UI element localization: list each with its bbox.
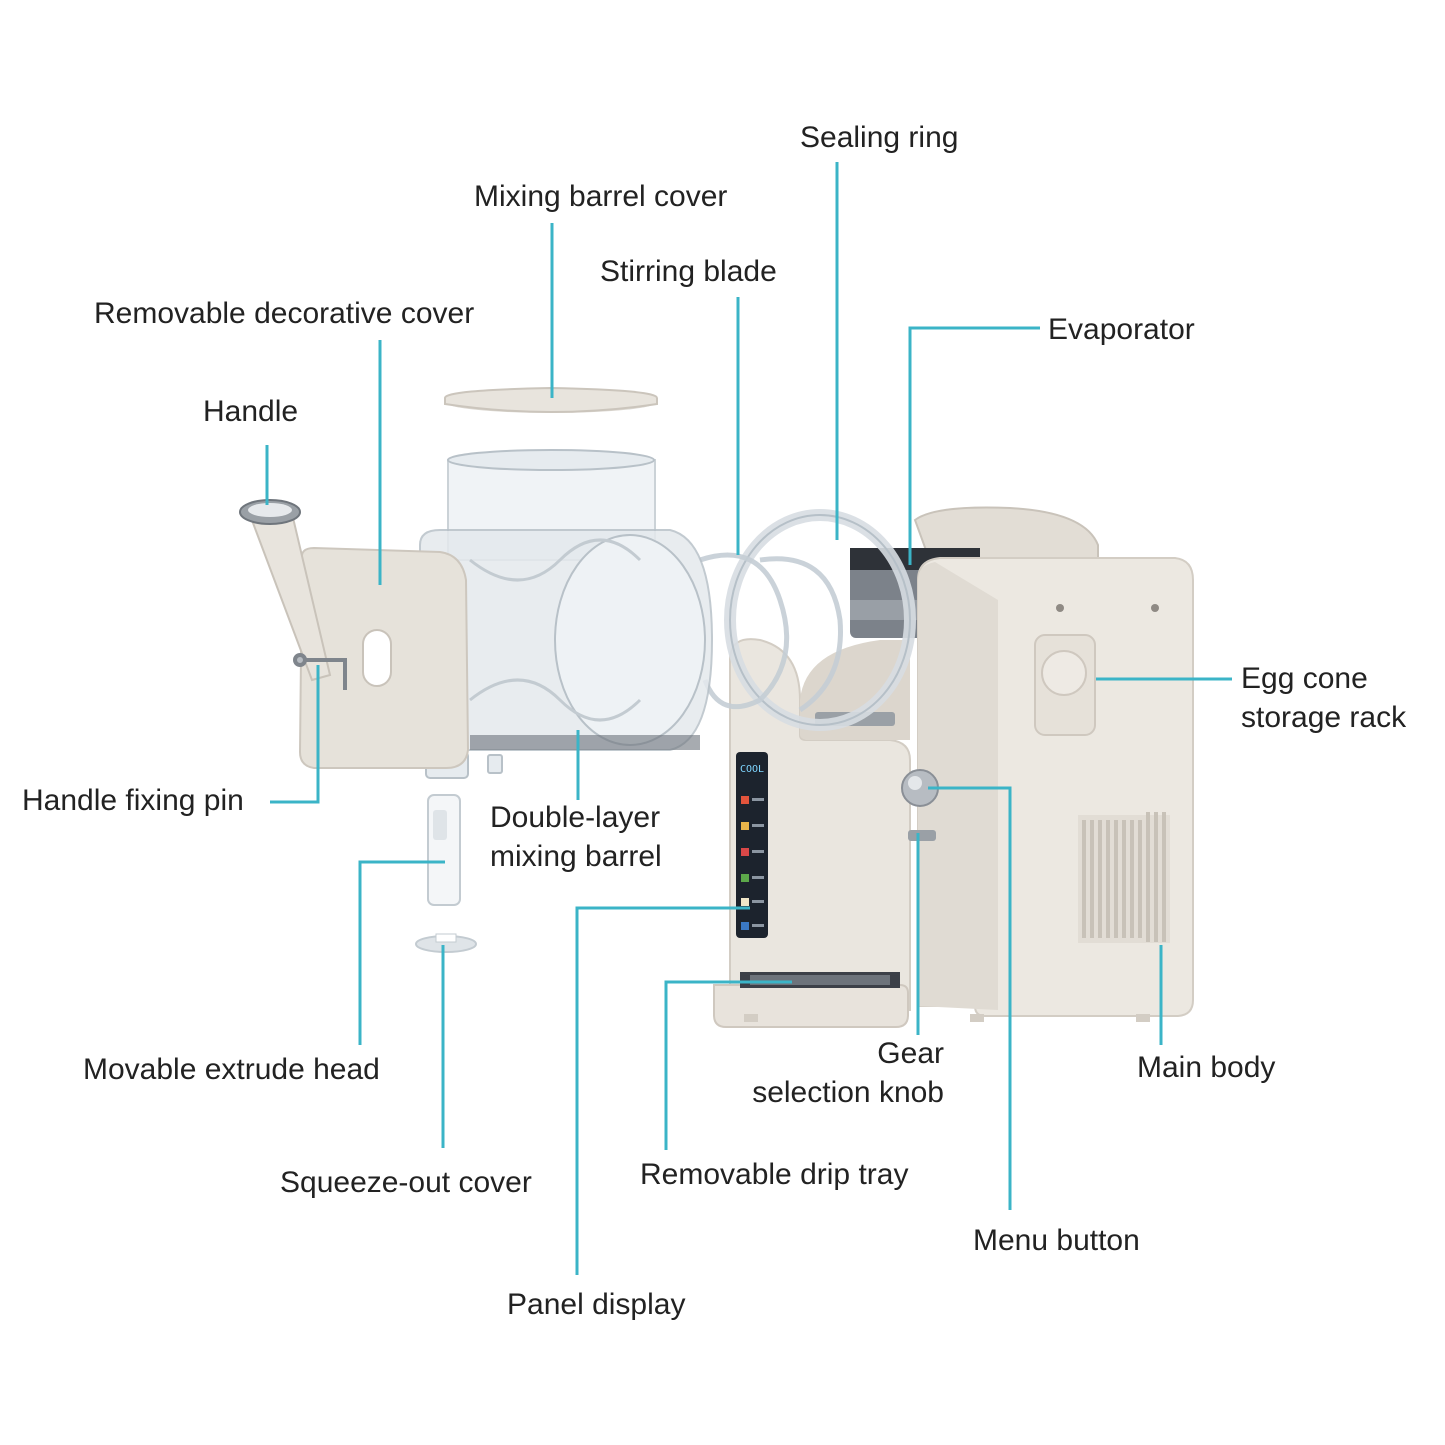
vent-grille — [1078, 812, 1170, 943]
sealing-ring-illustration — [724, 509, 916, 731]
label-evaporator: Evaporator — [1048, 313, 1195, 346]
label-sealing-ring: Sealing ring — [800, 121, 959, 154]
mixing-barrel-cover-illustration — [444, 386, 658, 413]
label-main-body: Main body — [1137, 1051, 1276, 1084]
decorative-cover-illustration — [298, 546, 470, 769]
leader-handle-fixing-pin — [270, 665, 320, 804]
main-body-illustration: COOL — [713, 506, 1194, 1028]
squeeze-out-cover-illustration — [415, 933, 477, 953]
handle-fixing-pin-illustration — [293, 653, 347, 690]
label-double-layer-mixing-barrel: Double-layer mixing barrel — [490, 801, 662, 873]
leader-drip-tray — [664, 980, 792, 1150]
leader-lines — [265, 162, 1232, 1275]
extrude-head-illustration — [427, 794, 461, 906]
label-removable-decorative-cover: Removable decorative cover — [94, 297, 475, 330]
label-squeeze-out-cover: Squeeze-out cover — [280, 1166, 532, 1199]
label-removable-drip-tray: Removable drip tray — [640, 1158, 909, 1191]
panel-display — [736, 752, 768, 938]
leader-menu-button — [928, 786, 1012, 1210]
drip-tray — [713, 984, 909, 1028]
handle-illustration — [239, 499, 332, 682]
label-handle-fixing-pin: Handle fixing pin — [22, 784, 244, 817]
stirring-blade-illustration — [699, 552, 843, 713]
label-movable-extrude-head: Movable extrude head — [83, 1053, 380, 1086]
label-gear-selection-knob: Gear selection knob — [752, 1037, 944, 1109]
label-handle: Handle — [203, 395, 299, 428]
label-egg-cone-storage-rack: Egg cone storage rack — [1241, 662, 1407, 734]
label-stirring-blade: Stirring blade — [600, 255, 777, 288]
label-menu-button: Menu button — [973, 1224, 1140, 1257]
leader-extrude-head — [358, 860, 445, 1045]
mixing-barrel-illustration — [419, 449, 714, 779]
label-panel-display: Panel display — [507, 1288, 686, 1321]
display-readout: COOL — [740, 764, 764, 775]
leader-evaporator — [908, 326, 1040, 565]
leader-panel-display — [575, 906, 750, 1275]
label-mixing-barrel-cover: Mixing barrel cover — [474, 180, 728, 213]
menu-button — [908, 830, 936, 841]
